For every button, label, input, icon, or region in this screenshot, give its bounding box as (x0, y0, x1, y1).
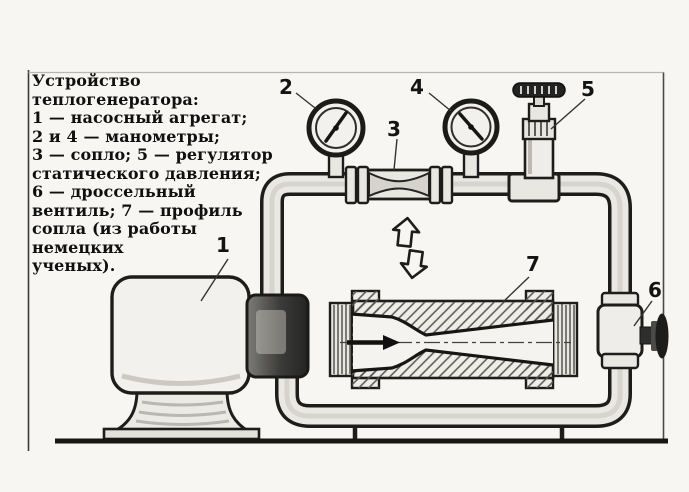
caption-line: теплогенератора: (32, 89, 199, 109)
caption-line: статического давления; (32, 163, 261, 183)
caption-line: ученых). (32, 256, 116, 275)
pressure-gauge-left (306, 98, 366, 179)
callout-4-right-gauge: 4 (410, 75, 424, 99)
nozzle-profile (328, 289, 579, 390)
valve-handle (512, 82, 566, 98)
pump-base (102, 427, 261, 441)
down-arrow-icon (399, 248, 429, 280)
caption-line: 3 — сопло; 5 — регулятор (32, 145, 273, 164)
callout-5-static-pressure-regulator: 5 (581, 77, 595, 101)
nozzle-section (344, 165, 454, 205)
flange-left-outer (344, 165, 358, 205)
figure-caption: Устройство теплогенератора: 1 — насосный… (32, 71, 282, 276)
thread-stub-right (551, 301, 579, 378)
caption-line: вентиль; 7 — профиль (32, 200, 243, 220)
caption-line: немецких (32, 237, 124, 257)
callout-6-throttle-valve: 6 (648, 278, 662, 302)
figure-frame (27, 70, 665, 451)
zoom-indicator-arrows (391, 216, 429, 280)
callout-7-nozzle-profile: 7 (526, 252, 540, 276)
caption-line: Устройство (32, 71, 141, 90)
flange-right-outer (440, 165, 454, 205)
pump-housing (245, 293, 310, 379)
flow-arrow-icon (347, 335, 400, 350)
callout-3-nozzle: 3 (387, 117, 401, 141)
pump-motor-body (110, 275, 251, 395)
caption-line: 2 и 4 — манометры; (32, 126, 220, 146)
throttle-valve (596, 291, 669, 370)
up-arrow-icon (391, 216, 421, 248)
pressure-gauge-right (442, 98, 500, 179)
flange-left-inner (356, 165, 370, 205)
caption-line: сопла (из работы (32, 219, 198, 238)
flange-right-inner (428, 165, 442, 205)
callout-1-pump-unit: 1 (216, 233, 230, 257)
static-pressure-regulator-valve (507, 82, 566, 203)
caption-line: 1 — насосный агрегат; (32, 108, 248, 127)
leader-lines (200, 92, 653, 327)
pump-unit (102, 275, 310, 441)
caption-line: 6 — дроссельный (32, 182, 196, 201)
callout-2-left-gauge: 2 (279, 75, 293, 99)
valve-handwheel (655, 313, 669, 359)
